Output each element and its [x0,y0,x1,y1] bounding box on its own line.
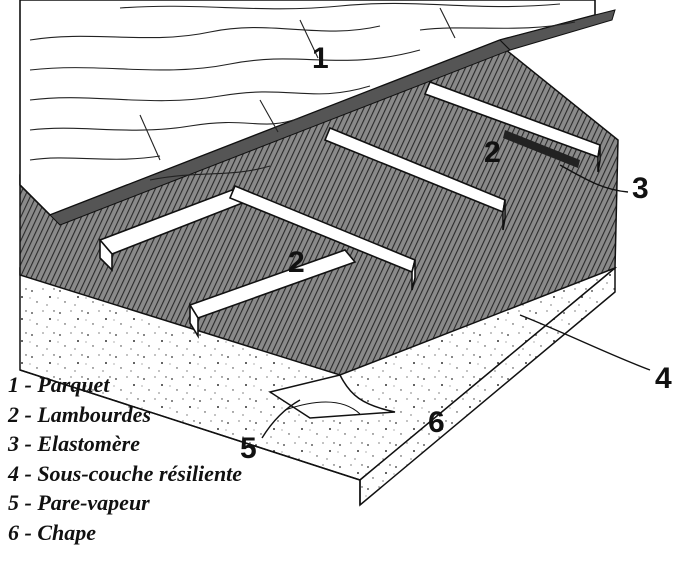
pare-vapeur-film [268,374,396,419]
legend-item-parquet: 1 - Parquet [8,372,110,397]
legend-item-elastomere: 3 - Elastomère [8,431,140,456]
leader-line-4 [519,314,651,371]
legend-item-sous-couche: 4 - Sous-couche résiliente [8,460,243,486]
lambourdes-joists [98,80,601,339]
leader-line-3 [559,164,629,193]
leader-line-5 [261,399,301,439]
parquet-boards [19,0,616,226]
callout-1-parquet: 1 [312,42,329,75]
callout-2-lambourdes-back: 2 [484,136,501,169]
callout-2-lambourdes-front: 2 [288,246,305,279]
leader-lines [261,164,651,439]
legend-item-lambourdes: 2 - Lambourdes [8,401,151,427]
callout-6-chape: 6 [428,406,445,439]
legend-item-chape: 6 - Chape [8,519,96,545]
callout-3-elastomere: 3 [632,172,649,205]
elastomere-strip [503,130,580,168]
legend: 1 - Parquet 2 - Lambourdes 3 - Elastomèr… [8,370,242,547]
callout-4-sous-couche: 4 [655,362,672,395]
callout-5-pare-vapeur: 5 [240,432,257,465]
legend-item-pare-vapeur: 5 - Pare-vapeur [8,490,150,515]
